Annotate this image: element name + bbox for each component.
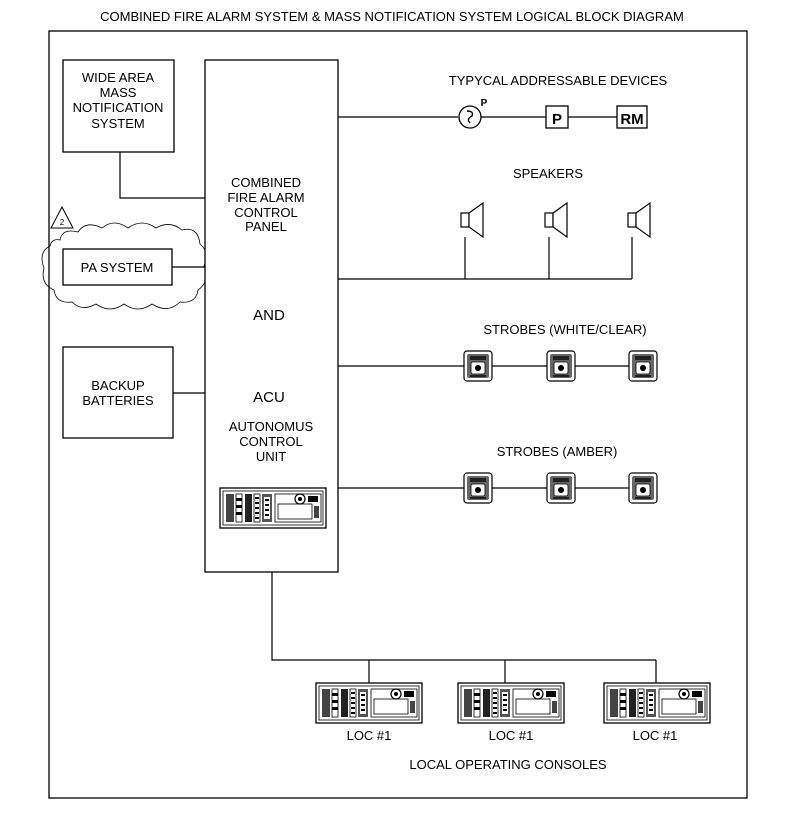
acu-desc-line-3: UNIT	[256, 449, 286, 464]
speakers-title: SPEAKERS	[513, 166, 583, 181]
loc-label: LOC #1	[633, 728, 678, 743]
loc-panel-icon	[457, 682, 565, 724]
panel-acu-label: ACU	[253, 389, 285, 406]
strobes-white-title: STROBES (WHITE/CLEAR)	[483, 322, 646, 337]
relay-module-icon	[616, 105, 648, 129]
relay-module-label: RM	[620, 111, 643, 128]
strobe-white-icon	[628, 350, 658, 382]
speaker-icon	[627, 202, 651, 238]
combined-panel-box	[204, 59, 339, 573]
smoke-detector-label: P	[481, 98, 488, 109]
wide-area-line-1: WIDE AREA	[82, 70, 155, 85]
wide-area-line-3: NOTIFICATION	[73, 100, 164, 115]
panel-title-line-2: FIRE ALARM	[227, 190, 304, 205]
revision-triangle	[50, 205, 74, 229]
loc-panel-icon	[603, 682, 711, 724]
speaker-icon	[544, 202, 568, 238]
pa-system-cloud	[41, 222, 207, 310]
wide-area-line-4: SYSTEM	[91, 116, 144, 131]
panel-and-label: AND	[253, 307, 285, 324]
wide-area-link	[119, 152, 205, 199]
pa-system-label: PA SYSTEM	[81, 260, 154, 275]
acu-panel-icon	[219, 487, 327, 529]
loc-panel-icon	[315, 682, 423, 724]
revision-number: 2	[60, 218, 65, 227]
wide-area-box	[62, 59, 175, 153]
strobe-white-icon	[546, 350, 576, 382]
diagram-title: COMBINED FIRE ALARM SYSTEM & MASS NOTIFI…	[100, 9, 684, 24]
strobe-amber-icon	[546, 472, 576, 504]
loc-label: LOC #1	[489, 728, 534, 743]
speaker-icon	[460, 202, 484, 238]
smoke-detector-icon	[458, 105, 482, 129]
loc-bus	[271, 572, 656, 661]
acu-desc-line-2: CONTROL	[239, 434, 303, 449]
strobe-amber-icon	[628, 472, 658, 504]
acu-desc-line-1: AUTONOMUS	[229, 419, 314, 434]
loc-label: LOC #1	[347, 728, 392, 743]
panel-title-line-1: COMBINED	[231, 175, 301, 190]
addressable-devices-title: TYPYCAL ADDRESSABLE DEVICES	[449, 73, 668, 88]
panel-title-line-4: PANEL	[245, 219, 287, 234]
pull-station-label: P	[552, 111, 562, 128]
backup-line-1: BACKUP	[91, 378, 144, 393]
strobe-white-icon	[463, 350, 493, 382]
pa-system-box	[62, 248, 173, 286]
strobe-amber-icon	[463, 472, 493, 504]
outer-frame	[48, 30, 748, 799]
panel-title-line-3: CONTROL	[234, 205, 298, 220]
loc-footer-label: LOCAL OPERATING CONSOLES	[409, 757, 607, 772]
wide-area-line-2: MASS	[100, 85, 137, 100]
strobes-amber-title: STROBES (AMBER)	[497, 444, 618, 459]
backup-line-2: BATTERIES	[82, 393, 154, 408]
